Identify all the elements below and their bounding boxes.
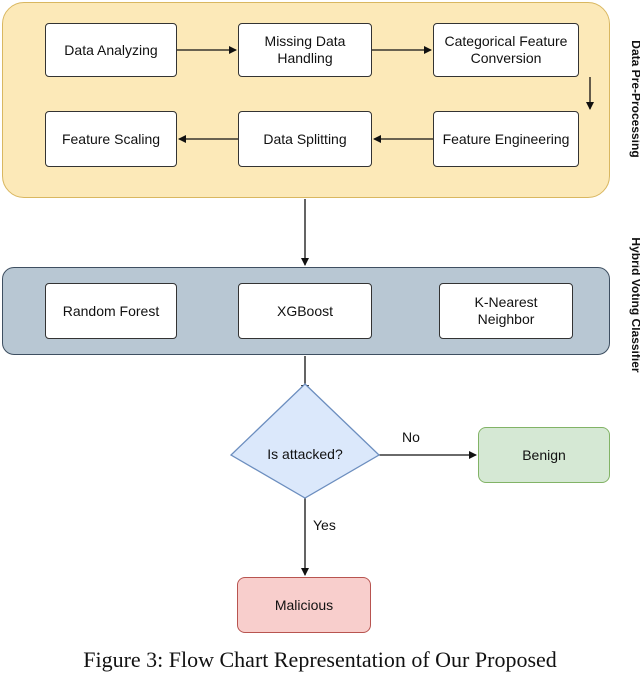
step-categorical-feature-conversion: Categorical Feature Conversion [433, 23, 579, 77]
step-data-splitting: Data Splitting [238, 111, 372, 167]
step-feature-engineering: Feature Engineering [433, 111, 579, 167]
figure-caption: Figure 3: Flow Chart Representation of O… [83, 647, 557, 672]
step-data-analyzing: Data Analyzing [45, 23, 177, 77]
model-k-nearest-neighbor: K-Nearest Neighbor [439, 283, 573, 339]
outcome-malicious: Malicious [237, 577, 371, 633]
model-random-forest: Random Forest [45, 283, 177, 339]
model-xgboost: XGBoost [238, 283, 372, 339]
edge-label-yes: Yes [313, 517, 336, 533]
step-missing-data-handling: Missing Data Handling [238, 23, 372, 77]
step-feature-scaling: Feature Scaling [45, 111, 177, 167]
edge-label-no: No [402, 429, 420, 445]
decision-diamond [229, 383, 381, 499]
outcome-benign: Benign [478, 427, 610, 483]
decision-question: Is attacked? [267, 446, 343, 462]
